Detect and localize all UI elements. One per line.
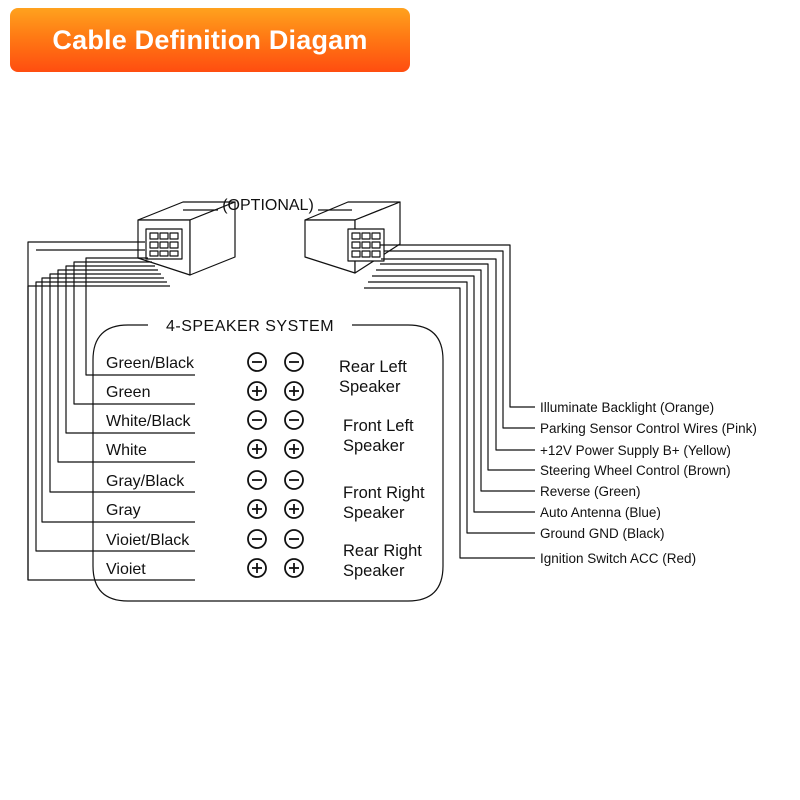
minus-symbol-icon (247, 352, 267, 372)
wire-label: Green/Black (106, 355, 195, 372)
plus-symbol-icon (284, 558, 304, 578)
power-wire-label: Auto Antenna (Blue) (540, 505, 661, 520)
power-wire-label: Parking Sensor Control Wires (Pink) (540, 421, 757, 436)
wire-label: Gray/Black (106, 473, 185, 490)
wire-label: Vioiet/Black (106, 532, 190, 549)
plus-symbol-icon (247, 499, 267, 519)
plus-symbol-icon (284, 499, 304, 519)
polarity-symbols (247, 352, 304, 578)
speaker-name-line1: Rear Right (343, 542, 422, 560)
plus-symbol-icon (284, 381, 304, 401)
minus-symbol-icon (284, 529, 304, 549)
power-wire-label: Steering Wheel Control (Brown) (540, 463, 731, 478)
power-wire-label: Ignition Switch ACC (Red) (540, 551, 696, 566)
wire-label: White/Black (106, 413, 191, 430)
wire-label: Vioiet (106, 561, 146, 578)
speaker-name-line1: Front Right (343, 484, 425, 502)
plus-symbol-icon (247, 558, 267, 578)
plus-symbol-icon (284, 439, 304, 459)
speaker-system-title: 4-SPEAKER SYSTEM (166, 318, 334, 335)
power-wire-label: Reverse (Green) (540, 484, 641, 499)
power-wire-label: +12V Power Supply B+ (Yellow) (540, 443, 731, 458)
speaker-wire-labels: Green/BlackGreenWhite/BlackWhiteGray/Bla… (106, 355, 195, 578)
wire-label: Gray (106, 502, 141, 519)
speaker-name-line1: Rear Left (339, 358, 407, 376)
wire-label: Green (106, 384, 150, 401)
minus-symbol-icon (247, 529, 267, 549)
plus-symbol-icon (247, 439, 267, 459)
speaker-name-line2: Speaker (339, 378, 401, 396)
minus-symbol-icon (284, 352, 304, 372)
diagram-title: Cable Definition Diagam (52, 24, 368, 55)
minus-symbol-icon (284, 410, 304, 430)
speaker-name-line2: Speaker (343, 437, 405, 455)
right-connector (304, 201, 401, 274)
speaker-name-line1: Front Left (343, 417, 414, 435)
minus-symbol-icon (247, 410, 267, 430)
optional-label: (OPTIONAL) (222, 197, 314, 214)
speaker-name-line2: Speaker (343, 562, 405, 580)
power-wire-legend: Illuminate Backlight (Orange) Parking Sen… (540, 400, 757, 566)
plus-symbol-icon (247, 381, 267, 401)
title-banner: Cable Definition Diagam (10, 8, 410, 72)
speaker-system-frame (92, 324, 444, 602)
wire-label: White (106, 442, 147, 459)
left-connector (137, 201, 236, 276)
speaker-name-line2: Speaker (343, 504, 405, 522)
power-wire-label: Ground GND (Black) (540, 526, 665, 541)
power-wire-label: Illuminate Backlight (Orange) (540, 400, 714, 415)
minus-symbol-icon (284, 470, 304, 490)
right-wire-bundle (364, 244, 535, 559)
minus-symbol-icon (247, 470, 267, 490)
